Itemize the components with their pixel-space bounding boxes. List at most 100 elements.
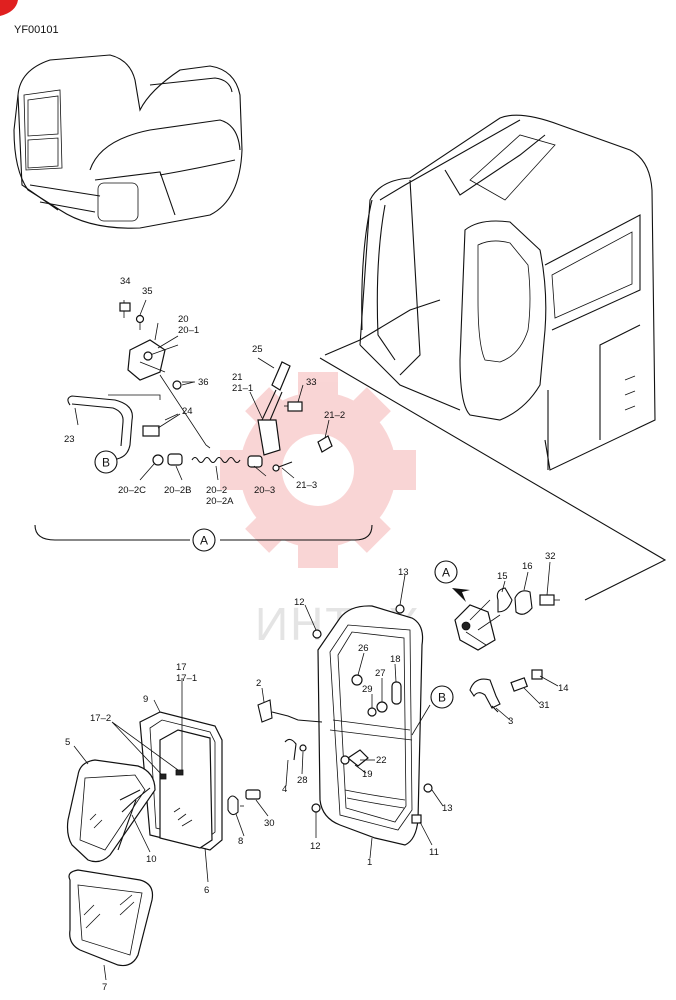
machine-overview — [13, 54, 243, 229]
lock-mechanism — [454, 604, 496, 651]
label-19: 19 — [362, 769, 373, 780]
label-21: 21 — [232, 372, 243, 383]
part-23-rod — [67, 395, 133, 463]
callout-circle-a-right — [434, 560, 458, 584]
label-5: 5 — [65, 737, 70, 748]
label-15: 15 — [497, 571, 508, 582]
part-21-2-cap — [317, 435, 333, 453]
detail-a-lock-assembly — [67, 302, 333, 472]
callout-circle-a — [192, 528, 216, 552]
label-20-1: 20–1 — [178, 325, 199, 336]
label-34: 34 — [120, 276, 131, 287]
part-11-hinge-bolt — [411, 814, 422, 824]
part-3-handle — [469, 678, 501, 713]
part-35-nut — [135, 314, 145, 324]
label-20-2b: 20–2B — [164, 485, 191, 496]
leader-line-cab — [324, 299, 441, 356]
part-12-cap-bottom — [311, 803, 321, 813]
part-29-washer — [367, 707, 377, 717]
part-12-cap-top — [312, 629, 322, 639]
label-18: 18 — [390, 654, 401, 665]
part-10-strip — [119, 787, 151, 813]
label-17-2: 17–2 — [90, 713, 111, 724]
label-20-2a: 20–2A — [206, 496, 234, 507]
arrow-icon — [452, 588, 470, 602]
detail-a-bracket — [34, 524, 373, 541]
part-27-knob — [376, 701, 388, 713]
part-31-bolt — [510, 677, 529, 692]
watermark-gear-logo — [220, 372, 416, 568]
callout-b-door-label: B — [438, 691, 446, 705]
part-15-cable — [496, 587, 513, 613]
leader-line-detail — [319, 357, 667, 601]
part-33-bolt — [287, 401, 303, 412]
label-13-bottom: 13 — [442, 803, 453, 814]
label-13-top: 13 — [398, 567, 409, 578]
part-2-striker — [257, 699, 273, 723]
glass-panels — [66, 711, 223, 967]
label-22: 22 — [376, 755, 387, 766]
door-lock-detail: A — [434, 560, 560, 651]
part-13-cap-bottom — [423, 783, 433, 793]
part-20-2b-nut — [167, 453, 183, 466]
label-17: 17 — [176, 662, 187, 673]
callout-circle-b-door — [430, 685, 454, 709]
part-labels: 34 35 20 20–1 36 23 24 25 21 21–1 33 21–… — [64, 276, 569, 993]
part-1-door-frame — [317, 605, 424, 846]
part-30-bolt — [245, 789, 261, 800]
door-panel-assembly — [257, 604, 433, 846]
part-32-bolt — [539, 594, 555, 606]
label-21-1: 21–1 — [232, 383, 253, 394]
label-11: 11 — [429, 847, 439, 858]
part-13-cap-top — [395, 604, 405, 614]
label-1: 1 — [367, 857, 372, 868]
label-12-top: 12 — [294, 597, 305, 608]
label-3: 3 — [508, 716, 513, 727]
part-5-frame — [66, 759, 156, 863]
part-28-washer — [299, 744, 307, 752]
label-27: 27 — [375, 668, 386, 679]
label-14: 14 — [558, 683, 569, 694]
part-20-2-spring — [191, 456, 241, 464]
label-7: 7 — [102, 982, 107, 993]
label-23: 23 — [64, 434, 75, 445]
label-4: 4 — [282, 784, 287, 795]
callout-circle-b-detail — [94, 450, 118, 474]
label-20-2c: 20–2C — [118, 485, 146, 496]
part-16-cable — [514, 590, 533, 615]
label-2: 2 — [256, 678, 261, 689]
part-17-clip — [175, 769, 184, 776]
diagram-code: YF00101 — [14, 24, 59, 36]
cab-assembly — [359, 114, 656, 471]
part-7-glass — [68, 869, 154, 967]
label-36: 36 — [198, 377, 209, 388]
label-21-3: 21–3 — [296, 480, 317, 491]
label-33: 33 — [306, 377, 317, 388]
label-31: 31 — [539, 700, 550, 711]
part-26-knob — [351, 674, 363, 686]
label-24: 24 — [182, 406, 193, 417]
label-32: 32 — [545, 551, 556, 562]
callout-a-label: A — [200, 534, 208, 548]
label-21-2: 21–2 — [324, 410, 345, 421]
part-34-bolt — [119, 302, 131, 312]
part-24-clip — [142, 425, 160, 437]
part-4-bracket — [284, 738, 297, 761]
part-6-glass — [159, 729, 213, 849]
part-20-2c-washer — [152, 454, 164, 466]
label-10: 10 — [146, 854, 157, 865]
label-6: 6 — [204, 885, 209, 896]
part-8-clip — [227, 795, 244, 816]
part-18-pad — [391, 681, 402, 705]
label-25: 25 — [252, 344, 263, 355]
part-19-latch — [346, 749, 369, 767]
callout-a-right-label: A — [442, 566, 450, 580]
part-20-3-bushing — [247, 455, 263, 468]
label-28: 28 — [297, 775, 308, 786]
label-26: 26 — [358, 643, 369, 654]
label-leaders — [73, 299, 559, 981]
label-16: 16 — [522, 561, 533, 572]
part-36-screw — [172, 380, 182, 390]
label-8: 8 — [238, 836, 243, 847]
